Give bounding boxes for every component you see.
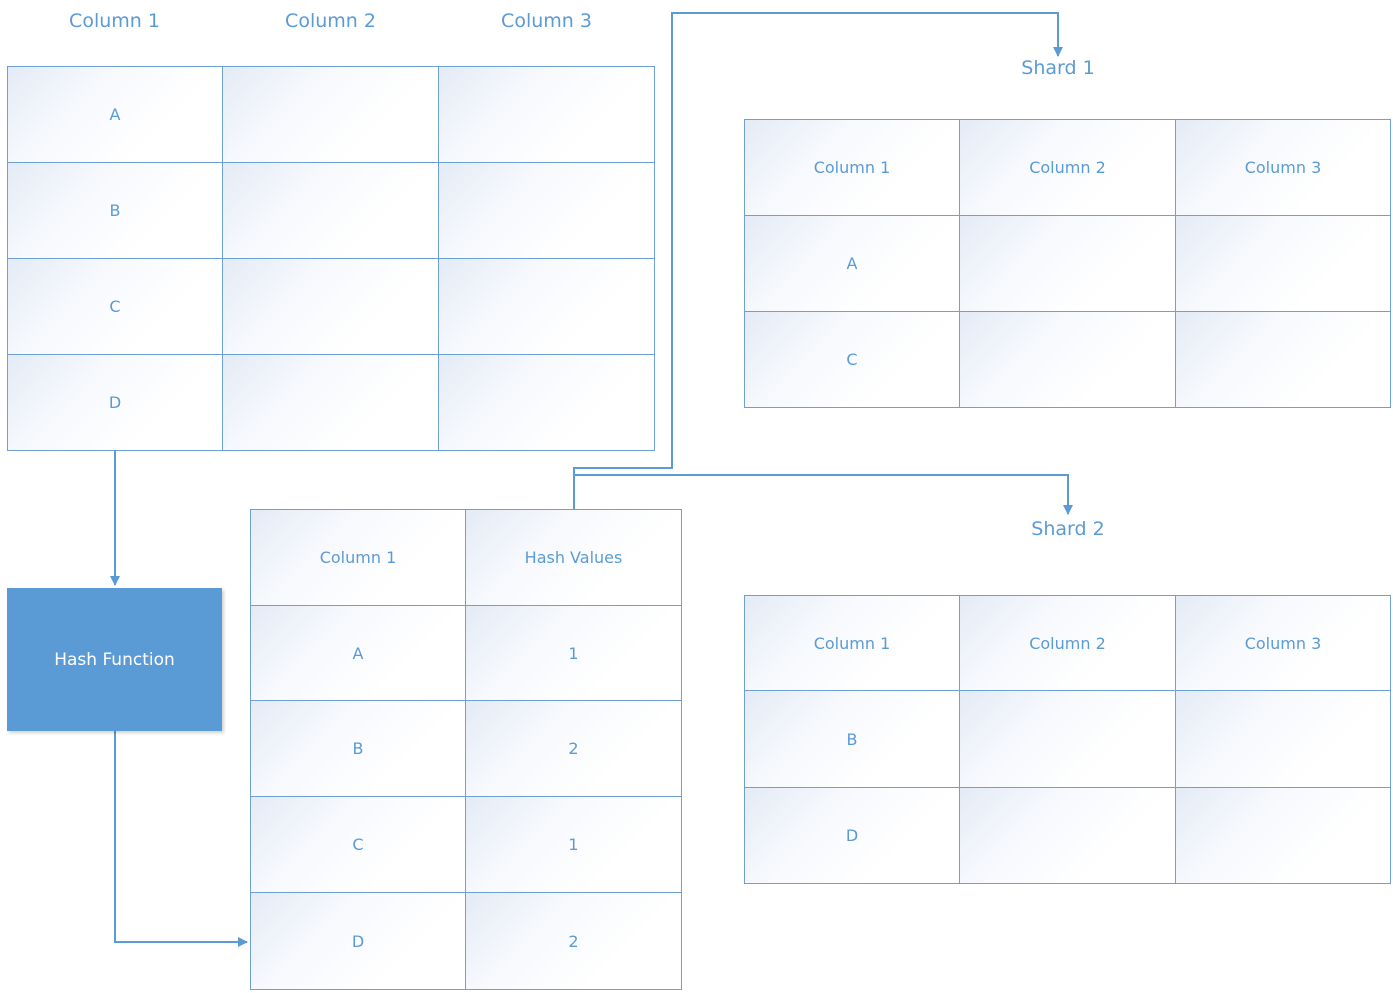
arrow-hash-function-to-table <box>114 731 248 947</box>
shard-1-title: Shard 1 <box>1021 57 1095 79</box>
source-header-column-1: Column 1 <box>69 10 160 32</box>
shard-2-header-column-1: Column 1 <box>744 595 960 691</box>
shard-2-title: Shard 2 <box>1031 518 1105 540</box>
shard-1-cell-a: A <box>744 215 960 312</box>
shard-1-cell <box>1175 311 1391 408</box>
source-cell-c: C <box>7 258 223 355</box>
shard-2-cell <box>959 787 1176 884</box>
shard-1-header-column-3: Column 3 <box>1175 119 1391 216</box>
source-header-column-2: Column 2 <box>285 10 376 32</box>
hash-table-key-a: A <box>250 605 466 701</box>
shard-1-cell <box>1175 215 1391 312</box>
hash-table-value: 1 <box>465 796 682 893</box>
hash-table-header-hash-values: Hash Values <box>465 509 682 606</box>
source-cell <box>438 354 655 451</box>
source-cell <box>222 162 439 259</box>
hash-table-key-d: D <box>250 892 466 990</box>
source-cell-b: B <box>7 162 223 259</box>
shard-1-cell <box>959 311 1176 408</box>
shard-2-cell-d: D <box>744 787 960 884</box>
source-cell-d: D <box>7 354 223 451</box>
hash-table-key-c: C <box>250 796 466 893</box>
hash-table-value: 2 <box>465 892 682 990</box>
source-cell <box>438 258 655 355</box>
shard-2-cell <box>959 690 1176 788</box>
shard-1-header-column-2: Column 2 <box>959 119 1176 216</box>
source-cell <box>222 66 439 163</box>
hash-function-box: Hash Function <box>7 588 222 731</box>
hash-table-key-b: B <box>250 700 466 797</box>
source-cell <box>438 66 655 163</box>
shard-1-cell-c: C <box>744 311 960 408</box>
source-header-column-3: Column 3 <box>501 10 592 32</box>
hash-table-value: 2 <box>465 700 682 797</box>
shard-2-header-column-2: Column 2 <box>959 595 1176 691</box>
shard-1-header-column-1: Column 1 <box>744 119 960 216</box>
source-cell <box>222 354 439 451</box>
source-cell <box>438 162 655 259</box>
source-cell-a: A <box>7 66 223 163</box>
shard-1-cell <box>959 215 1176 312</box>
hash-table-value: 1 <box>465 605 682 701</box>
shard-2-cell <box>1175 690 1391 788</box>
shard-2-cell-b: B <box>744 690 960 788</box>
shard-2-cell <box>1175 787 1391 884</box>
shard-2-header-column-3: Column 3 <box>1175 595 1391 691</box>
source-cell <box>222 258 439 355</box>
hash-table-header-column-1: Column 1 <box>250 509 466 606</box>
